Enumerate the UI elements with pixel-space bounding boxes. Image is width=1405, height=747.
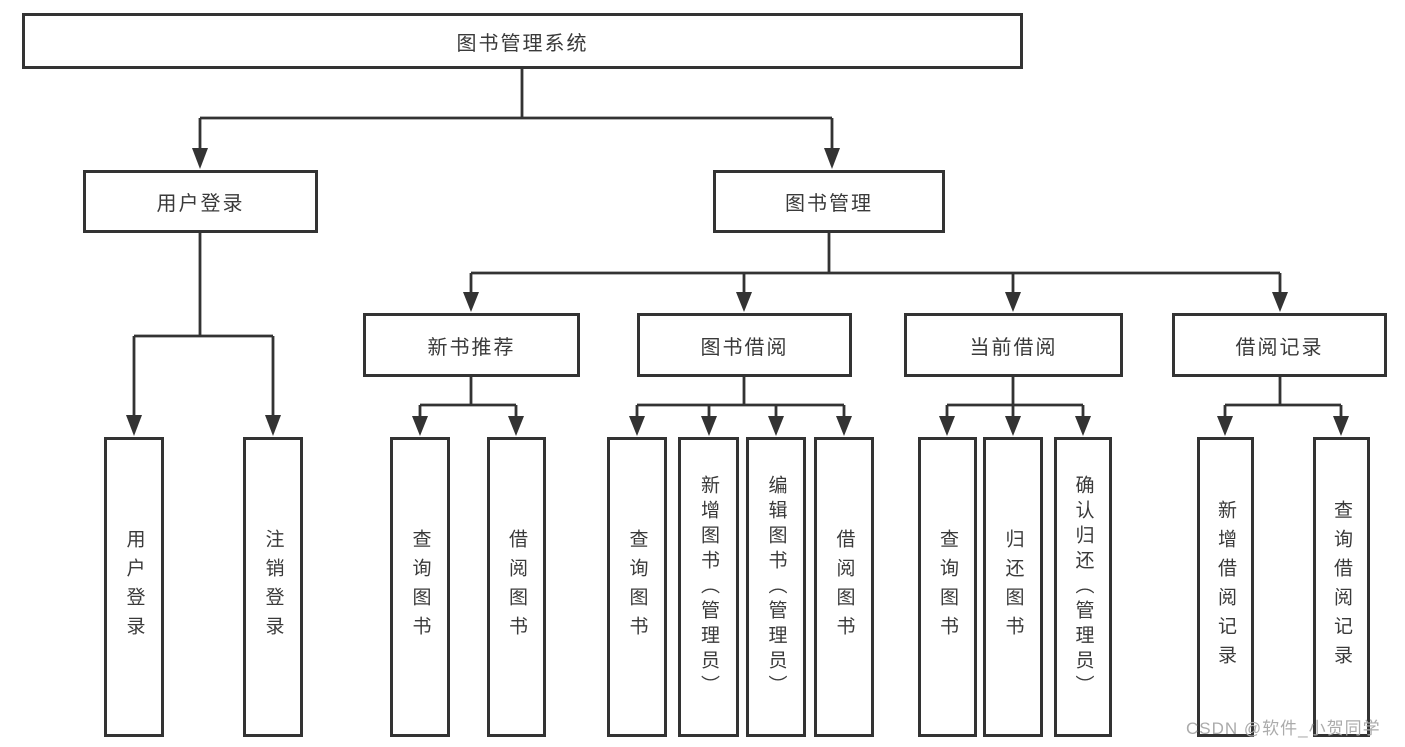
connector-borrowing-records-children bbox=[1217, 377, 1349, 436]
node-book-borrowing: 图书借阅 bbox=[637, 313, 852, 377]
node-user-login: 用户登录 bbox=[83, 170, 318, 233]
connector-book-borrowing-children bbox=[629, 377, 852, 436]
connector-current-borrowing-children bbox=[939, 377, 1091, 436]
connector-user-login-children bbox=[126, 233, 281, 436]
node-borrowing-records: 借阅记录 bbox=[1172, 313, 1387, 377]
leaf-query-borrow-record: 查询借阅记录 bbox=[1313, 437, 1370, 737]
node-root-system: 图书管理系统 bbox=[22, 13, 1023, 69]
leaf-confirm-return-admin: 确认归还（管理员） bbox=[1054, 437, 1112, 737]
node-book-management: 图书管理 bbox=[713, 170, 945, 233]
leaf-query-book-current: 查询图书 bbox=[918, 437, 977, 737]
leaf-edit-book-admin: 编辑图书（管理员） bbox=[746, 437, 806, 737]
connector-new-book-recommend-children bbox=[412, 377, 524, 436]
node-new-book-recommend: 新书推荐 bbox=[363, 313, 580, 377]
leaf-query-book-borrowing: 查询图书 bbox=[607, 437, 667, 737]
leaf-borrow-book: 借阅图书 bbox=[814, 437, 874, 737]
csdn-watermark: CSDN @软件_小贺同学 bbox=[1186, 719, 1381, 738]
leaf-return-book: 归还图书 bbox=[983, 437, 1043, 737]
leaf-borrow-book-recommend: 借阅图书 bbox=[487, 437, 546, 737]
leaf-logout: 注销登录 bbox=[243, 437, 303, 737]
leaf-user-login: 用户登录 bbox=[104, 437, 164, 737]
connector-book-management-children bbox=[463, 233, 1288, 312]
leaf-add-book-admin: 新增图书（管理员） bbox=[678, 437, 739, 737]
node-current-borrowing: 当前借阅 bbox=[904, 313, 1123, 377]
connector-root-to-level2 bbox=[192, 69, 840, 169]
leaf-add-borrow-record: 新增借阅记录 bbox=[1197, 437, 1254, 737]
leaf-query-book-recommend: 查询图书 bbox=[390, 437, 450, 737]
